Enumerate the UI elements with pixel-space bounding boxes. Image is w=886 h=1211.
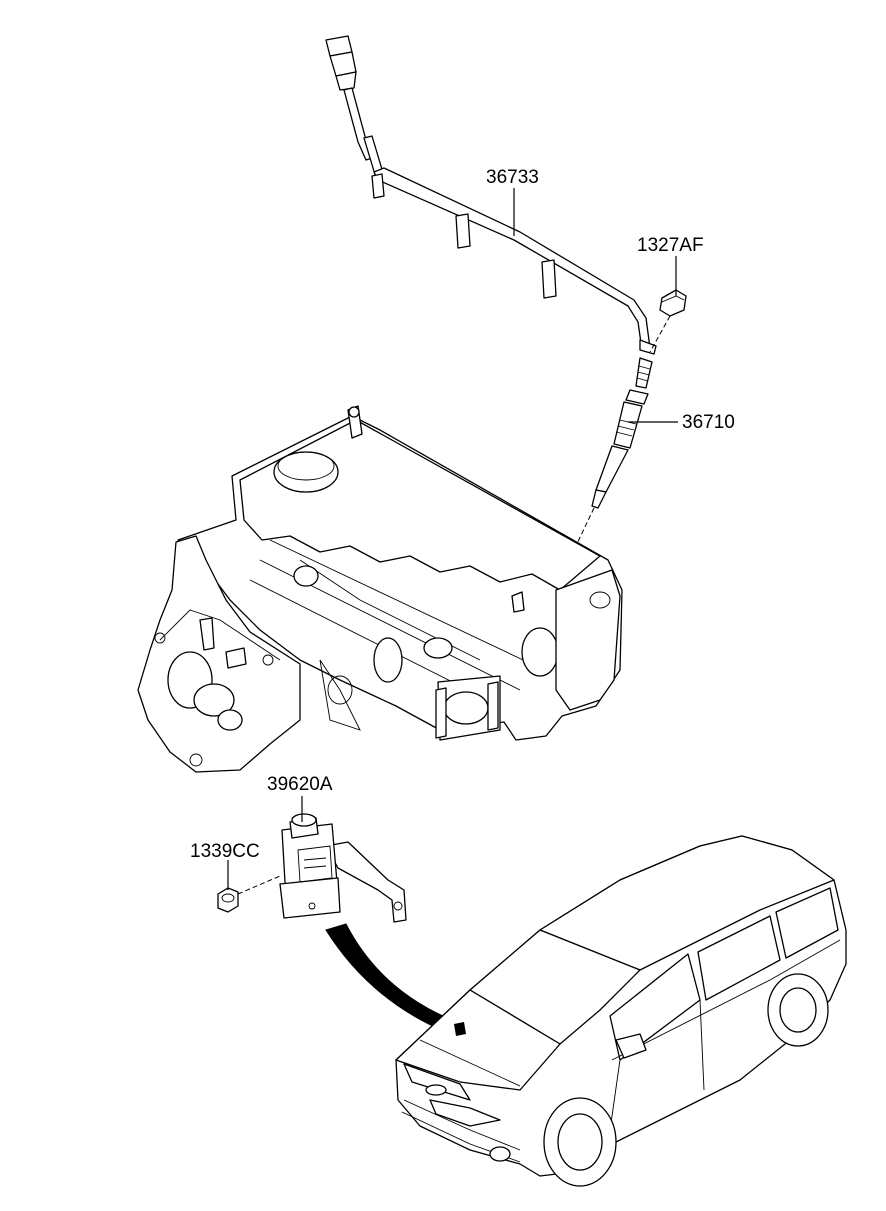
label-36733: 36733: [486, 167, 539, 188]
glow-plug-part[interactable]: [573, 357, 653, 551]
nut-part[interactable]: [217, 875, 281, 913]
label-1327af: 1327AF: [637, 235, 704, 256]
bolt-part[interactable]: [649, 289, 687, 353]
label-36710: 36710: [682, 412, 735, 433]
location-arrow: [325, 923, 461, 1033]
label-39620a: 39620A: [267, 774, 333, 795]
label-1339cc: 1339CC: [190, 841, 260, 862]
vehicle-illustration: [395, 835, 847, 1187]
glow-plug-wiring-harness[interactable]: [325, 35, 657, 355]
glow-plug-control-unit[interactable]: [279, 813, 407, 923]
leader-lines: [227, 188, 678, 890]
engine-assembly: [137, 405, 623, 773]
